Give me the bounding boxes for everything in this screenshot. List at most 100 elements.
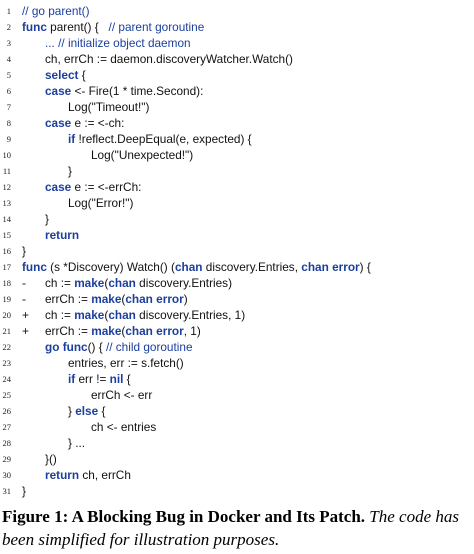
code-keyword: chan error bbox=[125, 324, 184, 338]
code-keyword: go func bbox=[45, 340, 88, 354]
line-number: 22 bbox=[2, 342, 12, 352]
code-token: err != bbox=[75, 372, 110, 386]
code-line: 20+ch := make(chan discovery.Entries, 1) bbox=[0, 307, 474, 323]
line-number: 16 bbox=[2, 246, 12, 256]
code-token: (s *Discovery) Watch() ( bbox=[46, 260, 175, 274]
code-text: } bbox=[22, 243, 26, 259]
code-text: Log("Timeout!") bbox=[68, 99, 149, 115]
code-token: ch, errCh := daemon.discoveryWatcher.Wat… bbox=[45, 52, 293, 66]
code-keyword: chan bbox=[174, 260, 203, 274]
code-token: errCh <- err bbox=[91, 388, 153, 402]
added-line-marker: + bbox=[22, 308, 30, 322]
code-keyword: if bbox=[68, 132, 76, 146]
line-number: 28 bbox=[2, 438, 12, 448]
code-token: ch := bbox=[45, 276, 75, 290]
code-text: case e := <-errCh: bbox=[45, 179, 141, 195]
code-text: func parent() { // parent goroutine bbox=[22, 19, 204, 35]
code-keyword: case bbox=[45, 180, 72, 194]
line-number: 8 bbox=[6, 118, 11, 128]
code-token: } bbox=[22, 244, 26, 258]
code-token: ch <- entries bbox=[91, 420, 157, 434]
line-number: 11 bbox=[2, 166, 11, 176]
code-token: e := <-errCh: bbox=[71, 180, 142, 194]
code-text: // go parent() bbox=[22, 3, 90, 19]
code-text: if !reflect.DeepEqual(e, expected) { bbox=[68, 131, 252, 147]
code-text: } else { bbox=[68, 403, 105, 419]
code-token: e := <-ch: bbox=[71, 116, 125, 130]
code-text: } ... bbox=[68, 435, 85, 451]
code-text: select { bbox=[45, 67, 86, 83]
code-line: 12 case e := <-errCh: bbox=[0, 179, 474, 195]
line-number: 6 bbox=[6, 86, 11, 96]
code-line: 7 Log("Timeout!") bbox=[0, 99, 474, 115]
code-text: ... // initialize object daemon bbox=[45, 35, 191, 51]
line-number: 29 bbox=[2, 454, 12, 464]
code-text: case e := <-ch: bbox=[45, 115, 124, 131]
line-number: 23 bbox=[2, 358, 12, 368]
code-line: 8 case e := <-ch: bbox=[0, 115, 474, 131]
code-token: ) bbox=[183, 292, 188, 306]
line-number: 4 bbox=[6, 54, 11, 64]
code-line: 6 case <- Fire(1 * time.Second): bbox=[0, 83, 474, 99]
code-text: func (s *Discovery) Watch() (chan discov… bbox=[22, 259, 371, 275]
code-keyword: make bbox=[91, 324, 122, 338]
line-number: 18 bbox=[2, 278, 12, 288]
code-line: 28 } ... bbox=[0, 435, 474, 451]
code-keyword: make bbox=[74, 276, 105, 290]
removed-line-marker: - bbox=[22, 276, 26, 290]
line-number: 12 bbox=[2, 182, 12, 192]
code-text: ch := make(chan discovery.Entries, 1) bbox=[45, 307, 245, 323]
code-text: Log("Unexpected!") bbox=[91, 147, 193, 163]
code-token: ch, errCh bbox=[79, 468, 131, 482]
figure-caption: Figure 1: A Blocking Bug in Docker and I… bbox=[2, 505, 470, 551]
code-token: !reflect.DeepEqual(e, expected) { bbox=[75, 132, 252, 146]
code-line: 23 entries, err := s.fetch() bbox=[0, 355, 474, 371]
code-line: 29 }() bbox=[0, 451, 474, 467]
added-line-marker: + bbox=[22, 324, 30, 338]
code-keyword: if bbox=[68, 372, 76, 386]
code-token: ) { bbox=[359, 260, 371, 274]
code-text: Log("Error!") bbox=[68, 195, 133, 211]
code-text: ch, errCh := daemon.discoveryWatcher.Wat… bbox=[45, 51, 293, 67]
code-text: ch := make(chan discovery.Entries) bbox=[45, 275, 232, 291]
code-text: ch <- entries bbox=[91, 419, 156, 435]
code-token: { bbox=[98, 404, 106, 418]
code-text: if err != nil { bbox=[68, 371, 131, 387]
code-keyword: nil bbox=[109, 372, 124, 386]
code-token: Log( bbox=[91, 148, 115, 162]
line-number: 26 bbox=[2, 406, 12, 416]
code-keyword: func bbox=[22, 20, 47, 34]
code-text: } bbox=[68, 163, 72, 179]
code-line: 16} bbox=[0, 243, 474, 259]
code-line: 31} bbox=[0, 483, 474, 499]
code-text: case <- Fire(1 * time.Second): bbox=[45, 83, 203, 99]
code-token: } bbox=[22, 484, 26, 498]
line-number: 3 bbox=[6, 38, 11, 48]
code-token: , 1) bbox=[183, 324, 201, 338]
code-keyword: else bbox=[75, 404, 99, 418]
code-text: errCh <- err bbox=[91, 387, 152, 403]
code-line: 14} bbox=[0, 211, 474, 227]
code-line: 19- errCh := make(chan error) bbox=[0, 291, 474, 307]
line-number: 27 bbox=[2, 422, 12, 432]
line-number: 7 bbox=[6, 102, 11, 112]
line-number: 17 bbox=[2, 262, 12, 272]
code-keyword: make bbox=[74, 308, 105, 322]
code-text: }() bbox=[45, 451, 57, 467]
line-number: 19 bbox=[2, 294, 12, 304]
code-keyword: chan bbox=[108, 308, 136, 322]
line-number: 31 bbox=[2, 486, 12, 496]
code-text: errCh := make(chan error) bbox=[45, 291, 188, 307]
code-line: 18- ch := make(chan discovery.Entries) bbox=[0, 275, 474, 291]
removed-line-marker: - bbox=[22, 292, 26, 306]
line-number: 5 bbox=[6, 70, 11, 80]
code-keyword: case bbox=[45, 84, 72, 98]
code-text: entries, err := s.fetch() bbox=[68, 355, 184, 371]
